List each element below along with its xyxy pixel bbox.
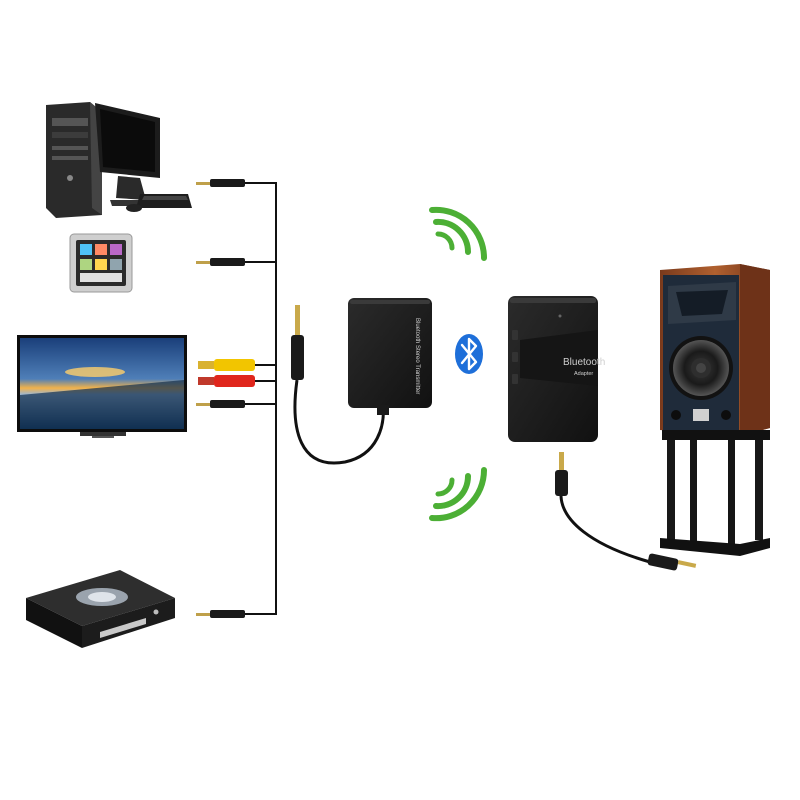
bluetooth-icon [455,334,483,374]
receiver-label-sub: Adapter [574,371,593,377]
transmitter-label: Bluetooth Stereo Transmitter [414,318,420,394]
rca-plug-yellow [198,359,255,371]
receiver-output-cable [555,452,697,571]
transmitter-input-cable [291,305,385,465]
desktop-computer-icon [46,102,192,218]
rca-plug-red [198,375,255,387]
aux-jack-computer [196,179,245,187]
television-icon [17,335,187,438]
cd-player-icon [26,570,175,648]
aux-jack-cd-player [196,610,245,618]
receiver-label-main: Bluetooth [563,357,605,368]
aux-jack-television [196,400,245,408]
bluetooth-transmitter: Bluetooth Stereo Transmitter [348,298,432,415]
bluetooth-receiver: Bluetooth Adapter [508,296,605,442]
wireless-waves-top [429,206,488,261]
music-player-icon [69,233,133,293]
aux-jack-music-player [196,258,245,266]
wireless-waves-bottom [429,467,488,522]
bookshelf-speaker-icon [660,264,770,556]
source-cable-bundle [245,182,277,615]
